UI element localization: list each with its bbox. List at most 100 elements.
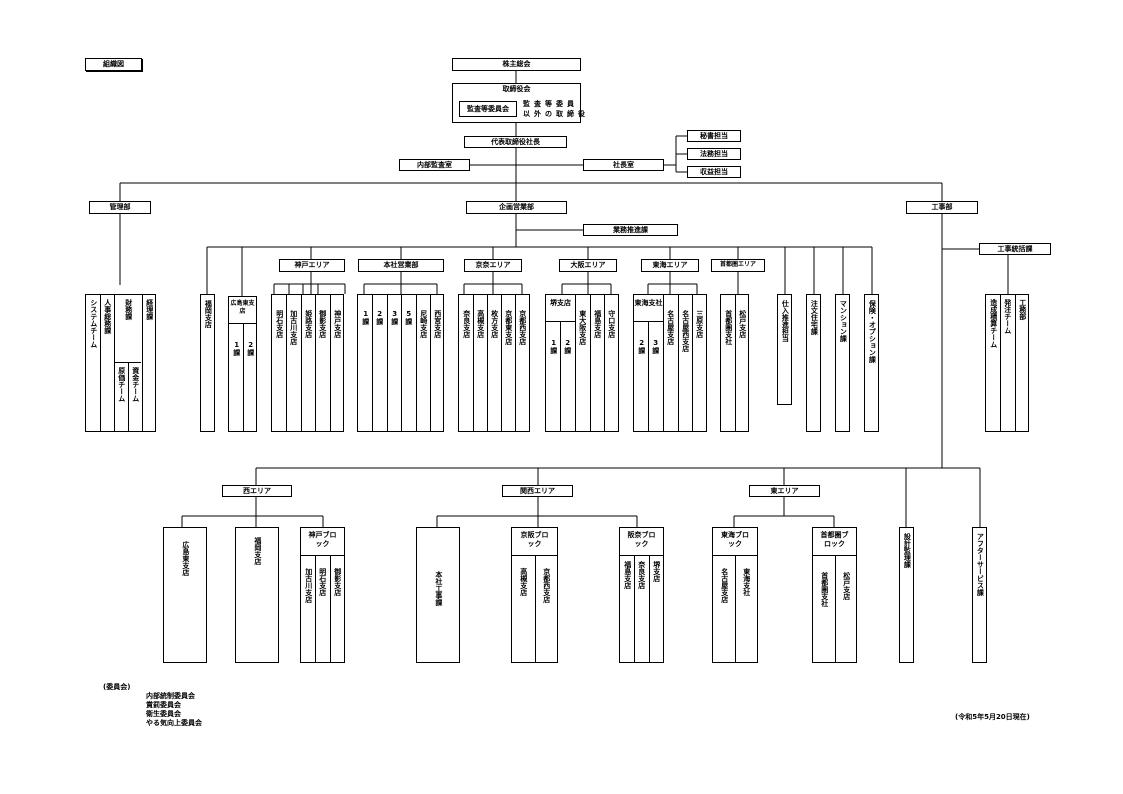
hannara-branch: 福島支店	[623, 561, 632, 589]
kansai-hannara-block: 阪奈ブロック 福島支店 奈良支店 堺支店	[619, 527, 664, 663]
president: 代表取締役社長	[464, 136, 567, 148]
tokai-branch: 名古屋支店	[666, 310, 675, 345]
after-service-section: アフターサービス課	[972, 527, 987, 663]
area-kobe: 神戸エリア	[279, 259, 345, 272]
shareholders-meeting: 株主総会	[452, 58, 581, 71]
committee-item: 内部統制委員会	[146, 692, 195, 700]
hiroshima-section-1: 1課	[232, 341, 241, 356]
osaka-branch: 福島支店	[593, 310, 602, 338]
board-of-directors: 取締役会 監査等委員会 監査等委員 以外の取締役	[452, 83, 585, 123]
tokai-section-2: 2課	[637, 339, 646, 354]
admin-system-team: システムチーム	[89, 299, 98, 348]
kansai-honsha-construction: 本社工事課	[416, 527, 460, 663]
osaka-branch: 守口支店	[607, 310, 616, 338]
construction-unit: 造成積算チーム	[989, 299, 998, 348]
sales-promotion-section: 業務推進課	[583, 224, 678, 236]
admin-accounting: 経理課	[145, 299, 154, 320]
insurance-option-section: 保険・オプション課	[864, 294, 879, 432]
shuto-branch: 首都圏支社	[724, 310, 733, 345]
hiroshima-branch-group: 広島東支店 1課 2課	[228, 296, 257, 432]
keinai-branch: 枚方支店	[490, 310, 499, 338]
keinai-branch: 高槻支店	[476, 310, 485, 338]
area-tokai: 東海エリア	[641, 259, 699, 272]
keihan-branch: 高槻支店	[519, 568, 528, 596]
tokai-block-title: 東海ブロック	[721, 531, 749, 548]
sakai-section-2: 2課	[563, 339, 572, 354]
kobe-branch: 加古川支店	[289, 310, 298, 345]
other-directors-line1: 監査等委員	[523, 100, 578, 108]
custom-home-section: 注文住宅課	[806, 294, 821, 432]
east-shuto-block: 首都圏ブロック 首都圏支社 松戸支店	[812, 527, 857, 663]
committee-list: 内部統制委員会 賞罰委員会 衛生委員会 やる気向上委員会	[146, 692, 202, 728]
president-office: 社長室	[583, 159, 664, 171]
keinai-branch: 奈良支店	[462, 310, 471, 338]
shuto-block-title: 首都圏ブロック	[820, 531, 849, 548]
construction-units: 造成積算チーム 発注チーム 工務部	[985, 294, 1029, 432]
honsha-unit: 尼崎支店	[419, 310, 428, 338]
kobe-branch: 御影支店	[318, 310, 327, 338]
region-kansai: 関西エリア	[502, 485, 573, 497]
region-west: 西エリア	[222, 485, 292, 497]
shuto-branch: 松戸支店	[738, 310, 747, 338]
area-shuto: 首都圏エリア	[711, 259, 765, 272]
region-east: 東エリア	[749, 485, 820, 497]
honsha-unit: 3課	[390, 310, 399, 325]
osaka-branch: 東大阪支店	[578, 310, 587, 345]
as-of-date: (令和5年5月20日現在)	[955, 713, 1030, 721]
area-honsha-sales: 本社営業部	[358, 259, 444, 272]
committee-item: 賞罰委員会	[146, 701, 181, 709]
staff-revenue: 収益担当	[687, 166, 741, 178]
hiroshima-head: 広島東支店	[230, 300, 255, 315]
design-supervision-section: 設計監理課	[899, 527, 914, 663]
osaka-branches: 堺支店 1課 2課 東大阪支店 福島支店 守口支店	[545, 294, 619, 432]
west-fukuoka: 福岡支店	[235, 527, 279, 663]
branch-fukuoka: 福岡支店	[200, 294, 215, 432]
construction-control-section: 工事統括課	[979, 243, 1051, 255]
west-hiroshima: 広島東支店	[163, 527, 207, 663]
east-tokai-block: 東海ブロック 名古屋支店 東海支社	[712, 527, 758, 663]
hiroshima-section-2: 2課	[246, 341, 255, 356]
west-kobe-block: 神戸ブロック 加古川支店 明石支店 御影支店	[300, 527, 345, 663]
honsha-units: 1課 2課 3課 5課 尼崎支店 西宮支店	[357, 294, 444, 432]
tokai-head: 東海支社	[634, 299, 663, 307]
construction-unit: 発注チーム	[1003, 299, 1012, 334]
honsha-unit: 西宮支店	[433, 310, 442, 338]
staff-legal: 法務担当	[687, 148, 741, 160]
construction-unit: 工務部	[1018, 299, 1027, 320]
sakai-head: 堺支店	[550, 299, 571, 307]
area-osaka: 大阪エリア	[559, 259, 617, 272]
division-planning-sales: 企画営業部	[466, 201, 567, 214]
kobe-branches: 明石支店 加古川支店 姫路支店 御影支店 神戸支店	[271, 294, 344, 432]
keinai-branch: 京都東支店	[504, 310, 513, 345]
other-directors-line2: 以外の取締役	[523, 110, 589, 118]
east-tokai-branch: 東海支社	[742, 568, 751, 596]
tokai-branch: 名古屋西支店	[681, 310, 690, 352]
kobe-branch: 明石支店	[275, 310, 284, 338]
east-shuto-branch: 松戸支店	[842, 572, 851, 600]
hannara-branch: 奈良支店	[637, 561, 646, 589]
keinai-branch: 京都西支店	[518, 310, 527, 345]
admin-hr-general: 人事総務課	[103, 299, 112, 334]
committee-item: やる気向上委員会	[146, 719, 202, 727]
tokai-branch: 三原支店	[695, 310, 704, 338]
area-keinai: 京奈エリア	[464, 259, 522, 272]
kansai-keihan-block: 京阪ブロック 高槻支店 京都西支店	[511, 527, 558, 663]
internal-audit-office: 内部監査室	[399, 159, 470, 171]
kobe-branch: 神戸支店	[333, 310, 342, 338]
mansion-section: マンション課	[835, 294, 850, 432]
committee-item: 衛生委員会	[146, 710, 181, 718]
shuto-branches: 首都圏支社 松戸支店	[720, 294, 749, 432]
honsha-unit: 2課	[375, 310, 384, 325]
other-directors: 監査等委員 以外の取締役	[523, 99, 589, 119]
staff-secretary: 秘書担当	[687, 130, 741, 142]
honsha-unit: 5課	[404, 310, 413, 325]
keihan-branch: 京都西支店	[542, 568, 551, 603]
division-admin: 管理部	[89, 201, 151, 214]
honsha-unit: 1課	[361, 310, 370, 325]
board-title: 取締役会	[502, 85, 531, 93]
kobe-branch: 姫路支店	[304, 310, 313, 338]
admin-finance: 財務課	[124, 299, 133, 320]
kobe-block-branch: 加古川支店	[304, 568, 313, 603]
admin-funds-team: 資金チーム	[131, 367, 140, 402]
